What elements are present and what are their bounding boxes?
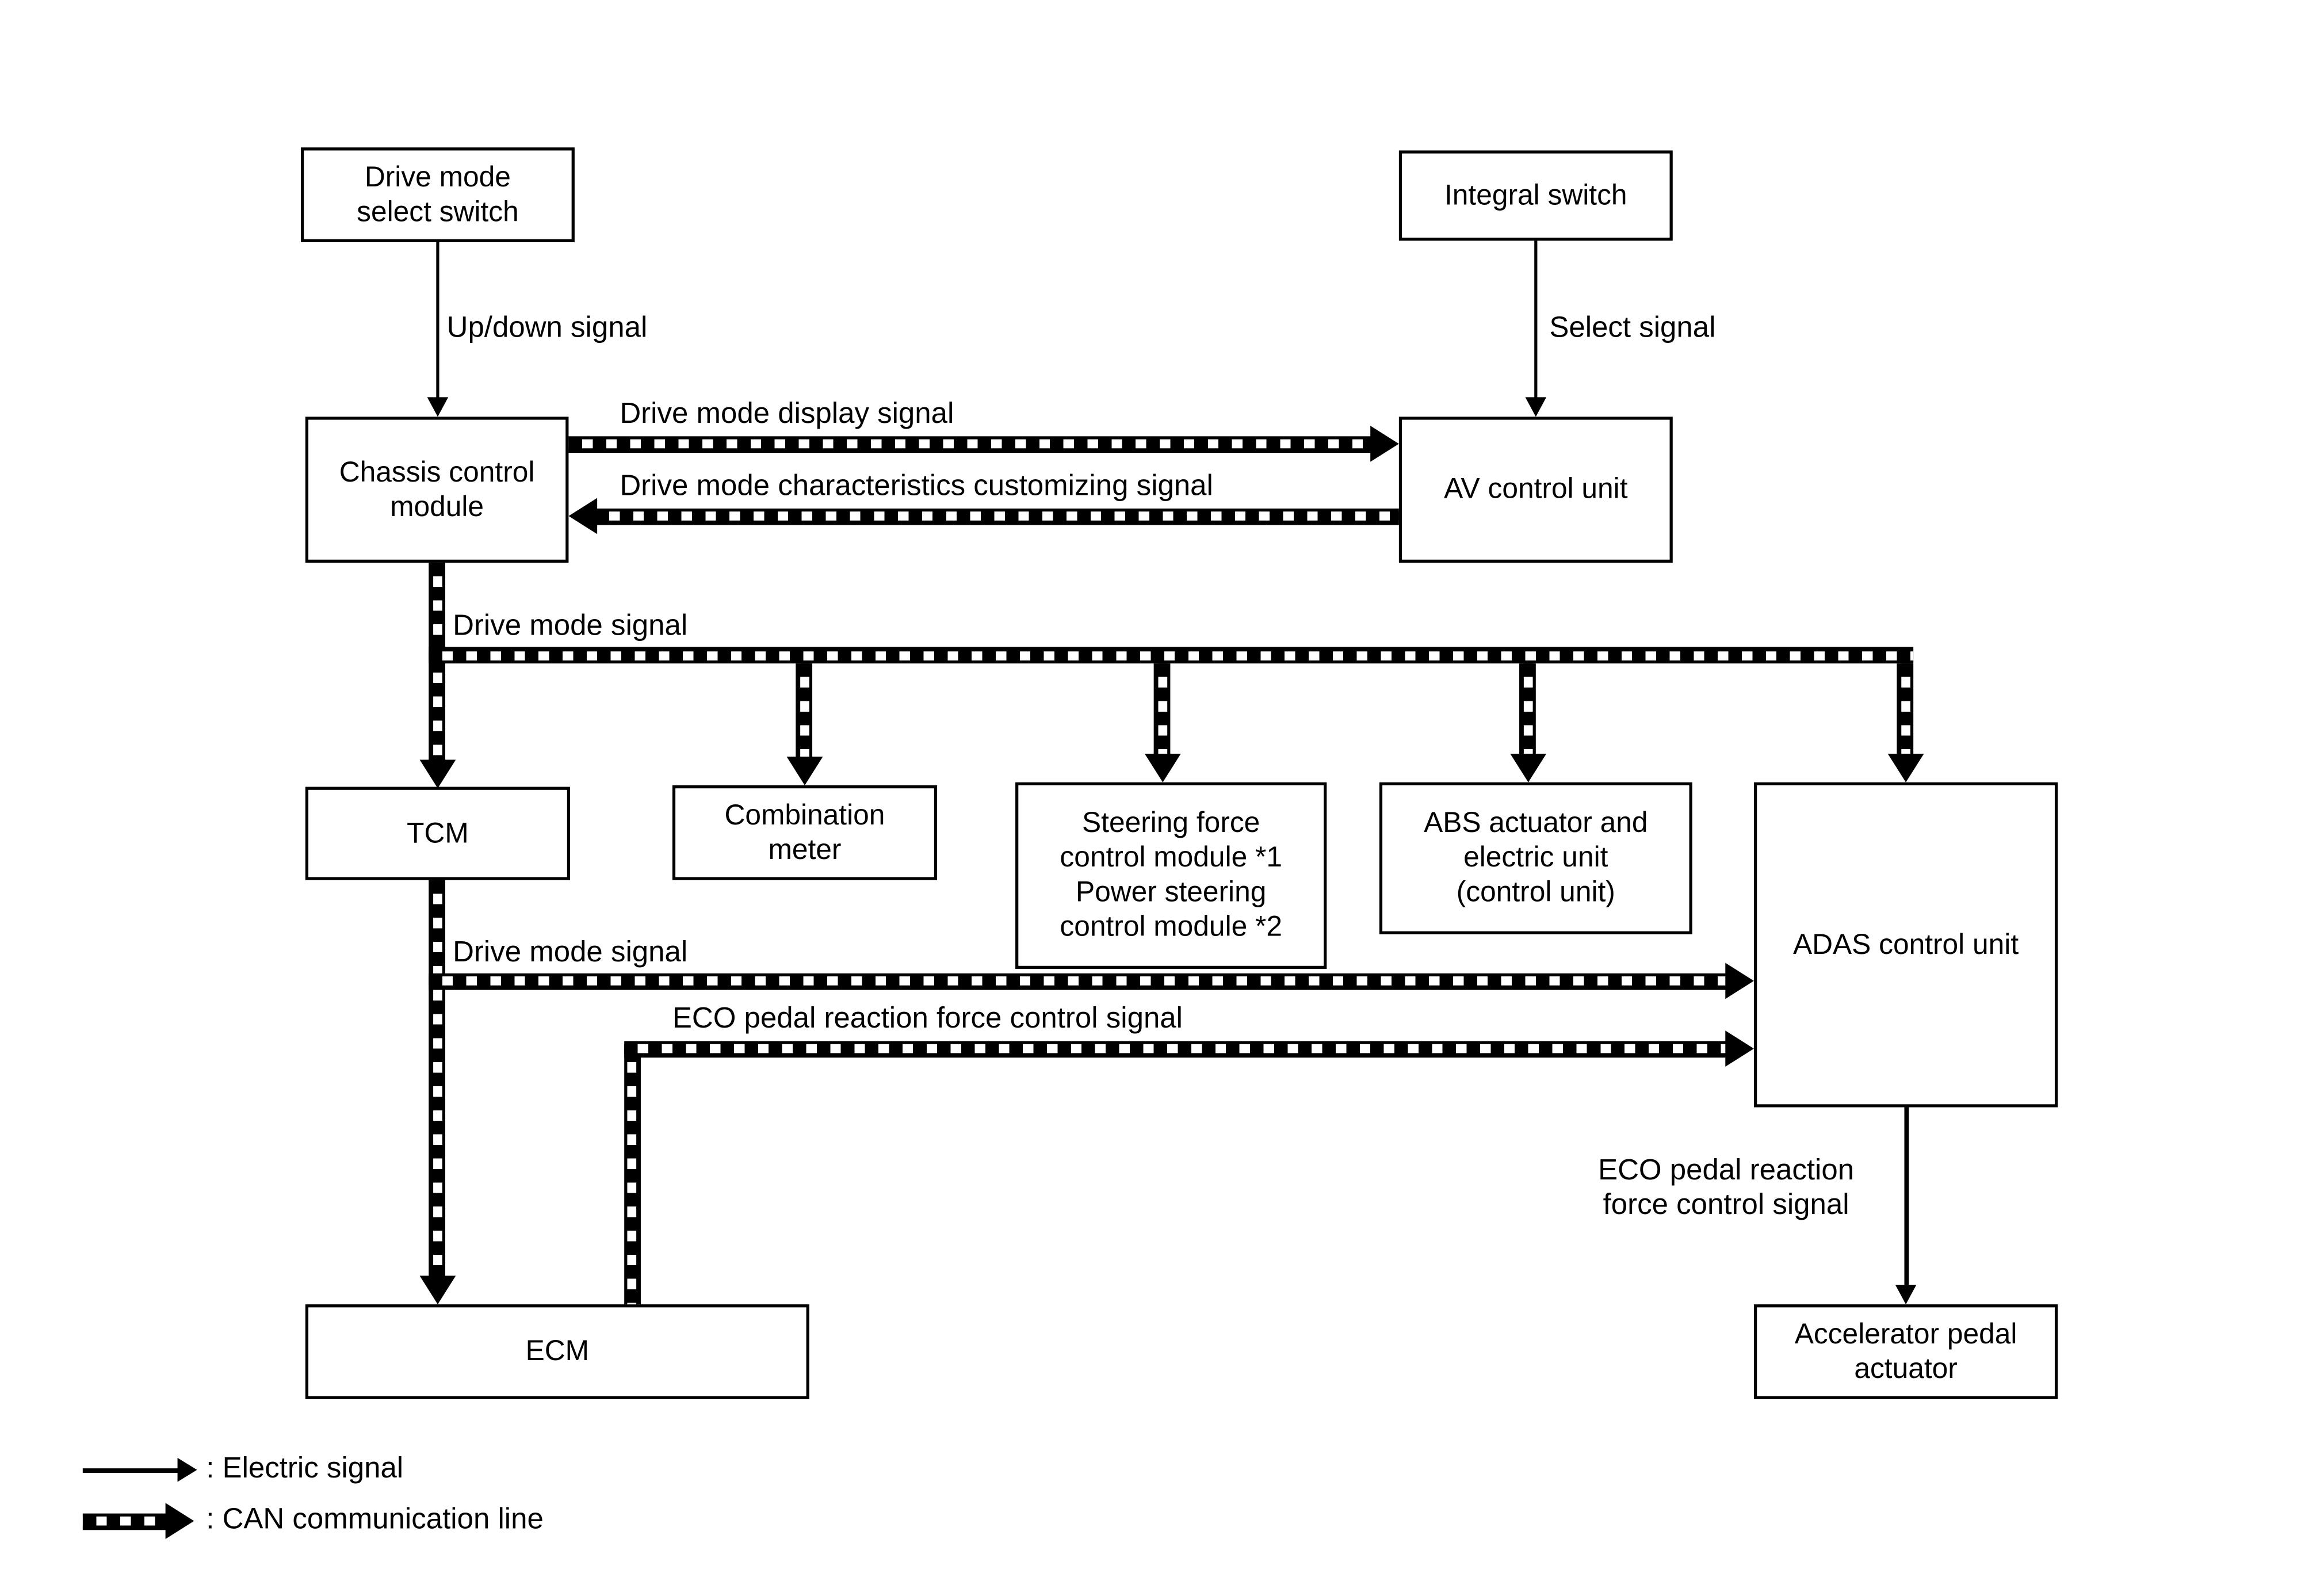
node-label: Drive mode select switch xyxy=(357,162,519,228)
node-integral-switch: Integral switch xyxy=(1398,150,1673,241)
node-label: Combination meter xyxy=(724,799,885,866)
node-label: ABS actuator and electric unit (control … xyxy=(1424,808,1648,909)
can-line-ecm-riser-vertical xyxy=(623,1048,640,1305)
can-line-ecm-to-adas xyxy=(623,1040,1726,1057)
arrowhead-down-into-combination-meter xyxy=(786,757,823,785)
node-label: Chassis control module xyxy=(339,456,535,523)
arrowhead-down-into-chassis xyxy=(426,397,448,417)
arrowhead-left-into-chassis xyxy=(568,498,598,534)
arrowhead-down-into-abs xyxy=(1509,754,1546,782)
arrowhead-down-into-accelerator xyxy=(1895,1285,1917,1305)
node-drive-mode-select-switch: Drive mode select switch xyxy=(300,147,575,242)
edge-label-eco-pedal-to-actuator: ECO pedal reaction force control signal xyxy=(1598,1154,1855,1222)
arrowhead-down-into-av xyxy=(1525,397,1547,417)
can-branch-to-steering-module xyxy=(1153,663,1171,755)
can-line-drive-mode-distribution xyxy=(429,647,1914,664)
legend-electric-line-sample xyxy=(82,1467,179,1472)
node-av-control-unit: AV control unit xyxy=(1398,417,1673,563)
arrowhead-down-into-tcm xyxy=(419,759,456,789)
edge-label-drive-mode-signal-1: Drive mode signal xyxy=(453,609,688,643)
legend-can-label: : CAN communication line xyxy=(206,1503,544,1536)
node-ecm: ECM xyxy=(305,1304,809,1399)
arrowhead-down-into-ecm xyxy=(419,1276,456,1305)
can-line-tcm-to-adas xyxy=(429,972,1727,990)
arrowhead-right-into-adas-2 xyxy=(1725,1030,1754,1067)
edge-label-select-signal: Select signal xyxy=(1549,311,1716,345)
node-label: Integral switch xyxy=(1444,180,1627,212)
electric-line-select-switch-to-chassis xyxy=(435,242,439,399)
edge-label-eco-pedal-to-adas: ECO pedal reaction force control signal xyxy=(672,1002,1183,1036)
node-label: Accelerator pedal actuator xyxy=(1794,1318,2017,1385)
node-label: Steering force control module *1 Power s… xyxy=(1060,808,1283,944)
can-line-av-to-chassis xyxy=(595,507,1399,525)
edge-label-drive-mode-signal-2: Drive mode signal xyxy=(453,935,688,969)
node-abs-actuator-electric-unit: ABS actuator and electric unit (control … xyxy=(1379,782,1692,934)
can-line-chassis-to-av xyxy=(568,436,1372,452)
node-label: ECM xyxy=(525,1336,590,1368)
node-label: TCM xyxy=(407,818,469,850)
legend-can-arrowhead-icon xyxy=(165,1503,194,1540)
legend-electric-arrowhead-icon xyxy=(177,1457,197,1482)
node-steering-force-power-steering-control-module: Steering force control module *1 Power s… xyxy=(1015,782,1327,969)
node-accelerator-pedal-actuator: Accelerator pedal actuator xyxy=(1753,1304,2058,1399)
edge-label-up-down-signal: Up/down signal xyxy=(446,311,648,345)
node-adas-control-unit: ADAS control unit xyxy=(1753,782,2058,1108)
can-line-tcm-to-ecm xyxy=(429,880,446,1278)
arrowhead-right-into-adas-1 xyxy=(1725,963,1754,999)
node-combination-meter: Combination meter xyxy=(672,785,938,880)
node-chassis-control-module: Chassis control module xyxy=(305,417,569,563)
node-label: AV control unit xyxy=(1444,474,1628,506)
arrowhead-down-into-adas xyxy=(1887,754,1924,782)
node-tcm: TCM xyxy=(305,786,571,880)
electric-line-integral-switch-to-av xyxy=(1534,240,1538,399)
legend-can-line-sample xyxy=(82,1513,167,1530)
edge-label-drive-mode-display: Drive mode display signal xyxy=(620,397,954,430)
arrowhead-right-into-av xyxy=(1370,426,1399,462)
node-label: ADAS control unit xyxy=(1793,929,2019,961)
electric-line-adas-to-accelerator xyxy=(1903,1107,1909,1285)
arrowhead-down-into-steering-module xyxy=(1144,754,1180,782)
edge-label-drive-mode-customizing: Drive mode characteristics customizing s… xyxy=(620,469,1213,503)
legend-electric-label: : Electric signal xyxy=(206,1452,404,1485)
can-branch-to-combination-meter xyxy=(796,663,813,758)
can-branch-to-abs xyxy=(1519,663,1536,755)
can-branch-to-adas-top xyxy=(1897,663,1914,755)
